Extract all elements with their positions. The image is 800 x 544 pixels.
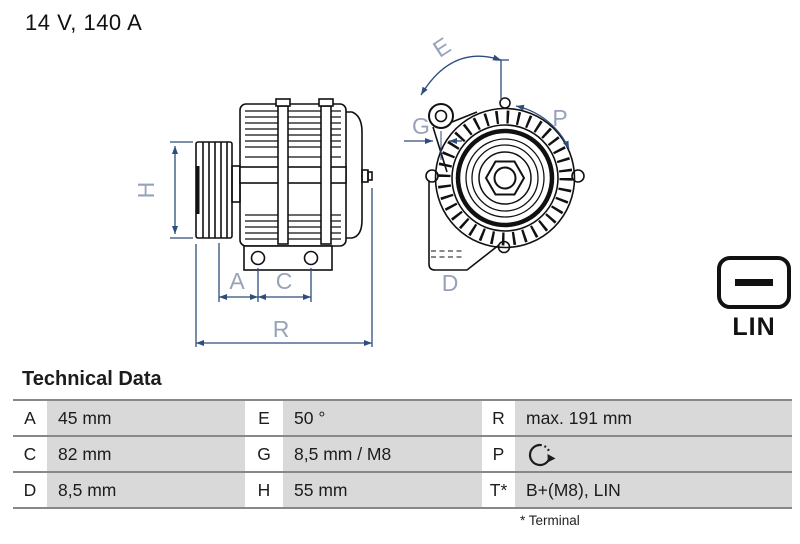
side-view-dimensions	[170, 141, 373, 347]
cell-value-h: 55 mm	[283, 473, 482, 507]
dim-label-e: E	[428, 32, 455, 62]
cell-key-c: C	[13, 437, 47, 471]
cell-value-g: 8,5 mm / M8	[283, 437, 482, 471]
rear-cover	[346, 111, 373, 239]
lin-connector-label: LIN	[732, 313, 776, 341]
rotation-clockwise-icon	[528, 443, 556, 466]
minus-terminal-icon	[717, 256, 791, 309]
dim-label-r: R	[273, 316, 290, 342]
alternator-side-view	[195, 98, 373, 271]
cell-key-e: E	[245, 401, 283, 435]
front-view-dimensions	[404, 54, 570, 160]
dim-label-g: G	[412, 113, 430, 139]
technical-data-section: Technical Data A 45 mm E 50 ° R max. 191…	[0, 368, 800, 528]
table-row: A 45 mm E 50 ° R max. 191 mm	[13, 399, 792, 435]
mounting-feet	[243, 245, 333, 271]
dim-label-h: H	[133, 182, 159, 199]
dim-label-c: C	[276, 268, 293, 294]
cell-value-r: max. 191 mm	[515, 401, 792, 435]
cell-key-g: G	[245, 437, 283, 471]
cell-value-p	[515, 437, 792, 471]
front-foot	[428, 180, 505, 271]
alternator-technical-drawing: H A C R	[133, 32, 585, 347]
dim-label-p: P	[552, 105, 567, 131]
lin-connector-badge: LIN	[716, 256, 792, 342]
housing-body	[239, 98, 347, 247]
technical-data-title: Technical Data	[22, 368, 162, 390]
cell-key-t: T*	[482, 473, 515, 507]
mounting-lug	[428, 103, 454, 129]
dim-label-d: D	[442, 270, 459, 296]
pulley	[195, 141, 241, 239]
cell-key-a: A	[13, 401, 47, 435]
table-row: C 82 mm G 8,5 mm / M8 P	[13, 435, 792, 471]
side-view-dim-labels: H A C R	[133, 182, 292, 342]
cell-value-e: 50 °	[283, 401, 482, 435]
minus-bar	[735, 279, 773, 286]
shaft-nut	[484, 160, 526, 196]
page-title: 14 V, 140 A	[25, 10, 143, 35]
cell-value-a: 45 mm	[47, 401, 245, 435]
cell-value-t: B+(M8), LIN	[515, 473, 792, 507]
technical-data-table: A 45 mm E 50 ° R max. 191 mm C 82 mm G 8…	[13, 399, 792, 509]
alternator-front-view	[425, 97, 585, 271]
cell-key-d: D	[13, 473, 47, 507]
table-row: D 8,5 mm H 55 mm T* B+(M8), LIN	[13, 471, 792, 507]
dim-arc-e	[420, 54, 502, 96]
cell-value-c: 82 mm	[47, 437, 245, 471]
fan-slot-ring	[434, 107, 576, 249]
terminal-footnote: * Terminal	[520, 513, 580, 528]
cell-key-p: P	[482, 437, 515, 471]
rotation-direction-arc-p	[515, 104, 570, 150]
cell-value-d: 8,5 mm	[47, 473, 245, 507]
dim-label-a: A	[229, 268, 245, 294]
cell-key-r: R	[482, 401, 515, 435]
cell-key-h: H	[245, 473, 283, 507]
